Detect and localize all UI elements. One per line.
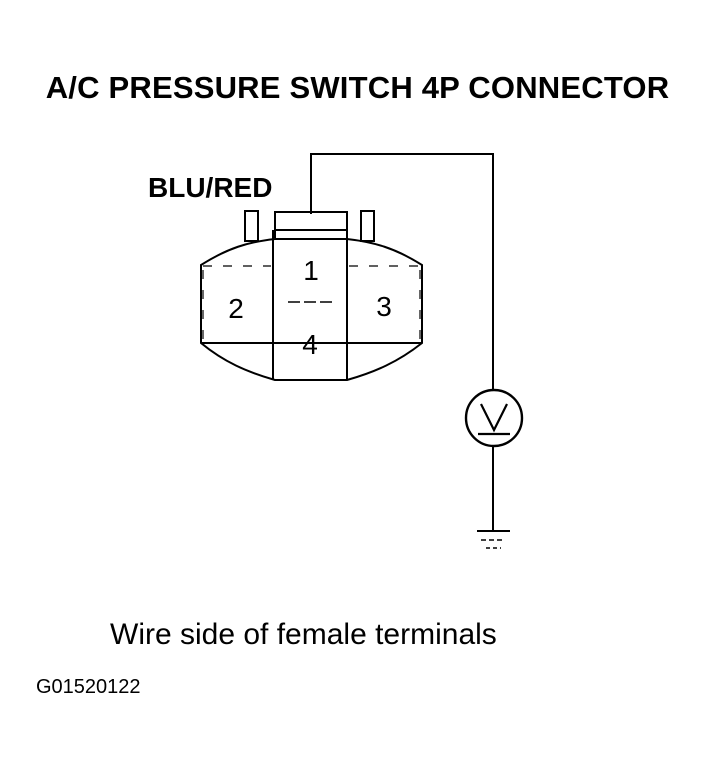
- top-key-block: [274, 211, 348, 238]
- connector-body: [200, 210, 423, 381]
- right-lock-tab: [360, 210, 375, 242]
- voltmeter-icon: [464, 388, 524, 448]
- probe-wire: [310, 153, 494, 391]
- wire-color-label: BLU/RED: [148, 172, 273, 203]
- terminal-4-label: 4: [302, 329, 318, 360]
- ground-icon: [477, 530, 510, 549]
- terminal-1-label: 1: [303, 255, 319, 286]
- left-lock-tab: [244, 210, 259, 242]
- figure-code: G01520122: [36, 676, 141, 698]
- diagram-caption: Wire side of female terminals: [110, 618, 497, 651]
- terminal-3-label: 3: [376, 291, 392, 322]
- terminal-2-label: 2: [228, 293, 244, 324]
- diagram-title: A/C PRESSURE SWITCH 4P CONNECTOR: [45, 70, 670, 105]
